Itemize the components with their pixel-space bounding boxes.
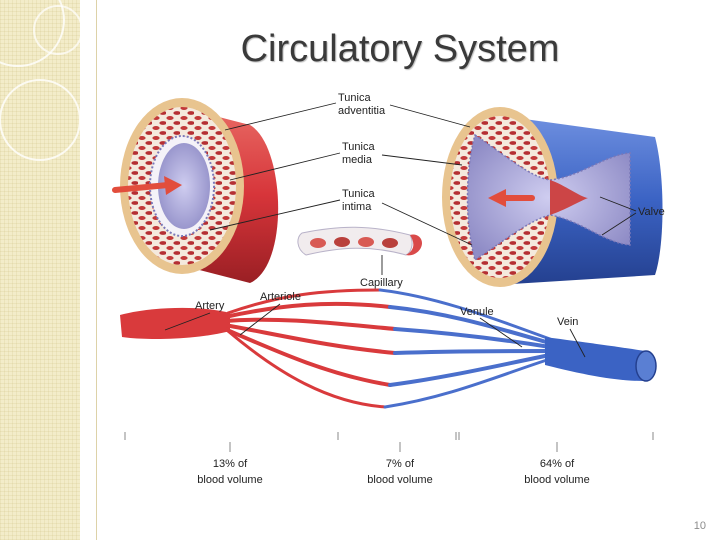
volume-percent-arterial: 13% of [213, 458, 248, 470]
vein-cross-section [442, 107, 663, 287]
label-venule: Venule [460, 306, 494, 318]
capillary-segment [297, 226, 422, 256]
label-artery: Artery [195, 300, 225, 312]
volume-text-capillary: blood volume [367, 474, 432, 486]
label-tunica-adventitia-2: adventitia [338, 105, 386, 117]
volume-text-venous: blood volume [524, 474, 589, 486]
volume-brackets [124, 432, 654, 452]
arrow-icon [164, 176, 182, 195]
slide-title: Circulatory System [240, 28, 560, 70]
label-valve: Valve [638, 206, 665, 218]
label-tunica-adventitia-1: Tunica [338, 92, 371, 104]
label-tunica-intima-1: Tunica [342, 188, 375, 200]
diagram-labels: Tunica adventitia Tunica media Tunica in… [164, 92, 665, 358]
volume-percent-capillary: 7% of [386, 458, 415, 470]
label-tunica-media-1: Tunica [342, 141, 375, 153]
blood-volume-labels: 13% of blood volume 7% of blood volume 6… [197, 458, 589, 486]
band-divider [96, 0, 97, 540]
label-tunica-media-2: media [342, 154, 373, 166]
volume-percent-venous: 64% of [540, 458, 575, 470]
circulatory-diagram: Tunica adventitia Tunica media Tunica in… [112, 92, 665, 486]
label-arteriole: Arteriole [260, 291, 301, 303]
artery-cross-section [112, 98, 279, 283]
label-vein: Vein [557, 316, 578, 328]
label-capillary: Capillary [360, 277, 403, 289]
label-tunica-intima-2: intima [342, 201, 372, 213]
decorative-left-band [0, 0, 80, 540]
slide-number: 10 [693, 520, 706, 532]
decorative-circles [0, 0, 80, 161]
volume-text-arterial: blood volume [197, 474, 262, 486]
arrow-icon [488, 189, 506, 207]
